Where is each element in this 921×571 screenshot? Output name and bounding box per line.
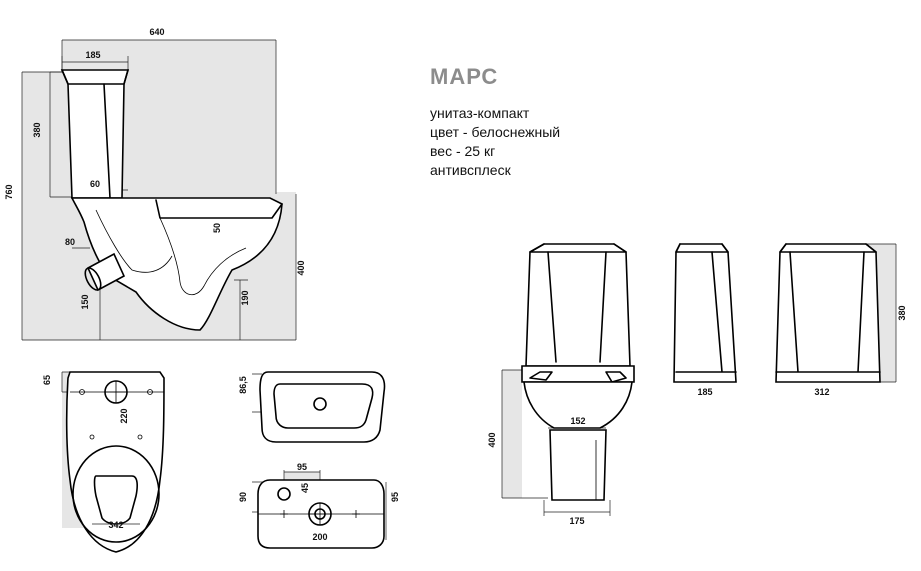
dim-400-front: 400: [487, 432, 497, 447]
dim-220: 220: [119, 408, 129, 423]
dim-190: 190: [240, 290, 250, 305]
dim-95-right: 95: [390, 492, 400, 502]
front-pedestal: [549, 429, 607, 501]
spec-feature: антивсплеск: [430, 162, 511, 178]
spec-color: цвет - белоснежный: [430, 124, 561, 140]
dim-86-5: 86,5: [238, 376, 248, 394]
dim-152: 152: [570, 416, 585, 426]
dim-150: 150: [80, 294, 90, 309]
tank-side-view: 185: [673, 243, 737, 397]
spec-weight: вес - 25 кг: [430, 143, 496, 159]
dim-185-top: 185: [85, 50, 100, 60]
top-view-outline: [65, 371, 165, 553]
spec-list: унитаз-компакт цвет - белоснежный вес - …: [430, 104, 560, 180]
front-view: 152 400 175: [487, 243, 635, 526]
product-title: МАРС: [430, 64, 499, 89]
dim-380-side: 380: [32, 122, 42, 137]
dim-342: 342: [108, 520, 123, 530]
dim-95-top: 95: [297, 462, 307, 472]
dim-65: 65: [42, 375, 52, 385]
dim-760: 760: [4, 184, 14, 199]
dim-90: 90: [238, 492, 248, 502]
dim-185-tank: 185: [697, 387, 712, 397]
dim-80: 80: [65, 237, 75, 247]
tank-side-outline: [673, 243, 737, 383]
top-view-bowl-opening: [72, 445, 160, 543]
tank-outlet-hole: [313, 397, 327, 411]
dim-200: 200: [312, 532, 327, 542]
dim-400-side: 400: [296, 260, 306, 275]
top-view: 65 220 342: [42, 371, 165, 553]
tank-inner-view: 86,5: [238, 371, 386, 443]
dim-45: 45: [300, 483, 310, 493]
side-view: 640 185 380 760 60 80 50 400 150 190: [4, 27, 306, 341]
dim-60: 60: [90, 179, 100, 189]
dim-50: 50: [212, 223, 222, 233]
front-bowl: [523, 381, 633, 429]
dim-175: 175: [569, 516, 584, 526]
dim-312: 312: [814, 387, 829, 397]
tank-front-view: 312 380: [775, 243, 907, 397]
side-outlet-pipe: [86, 252, 126, 292]
front-tank: [525, 243, 631, 367]
dim-380-front: 380: [897, 305, 907, 320]
tank-inner-outline: [259, 371, 386, 443]
spec-type: унитаз-компакт: [430, 105, 530, 121]
bottom-view: 95 45 90 95 200: [238, 462, 400, 549]
dim-640: 640: [149, 27, 164, 37]
